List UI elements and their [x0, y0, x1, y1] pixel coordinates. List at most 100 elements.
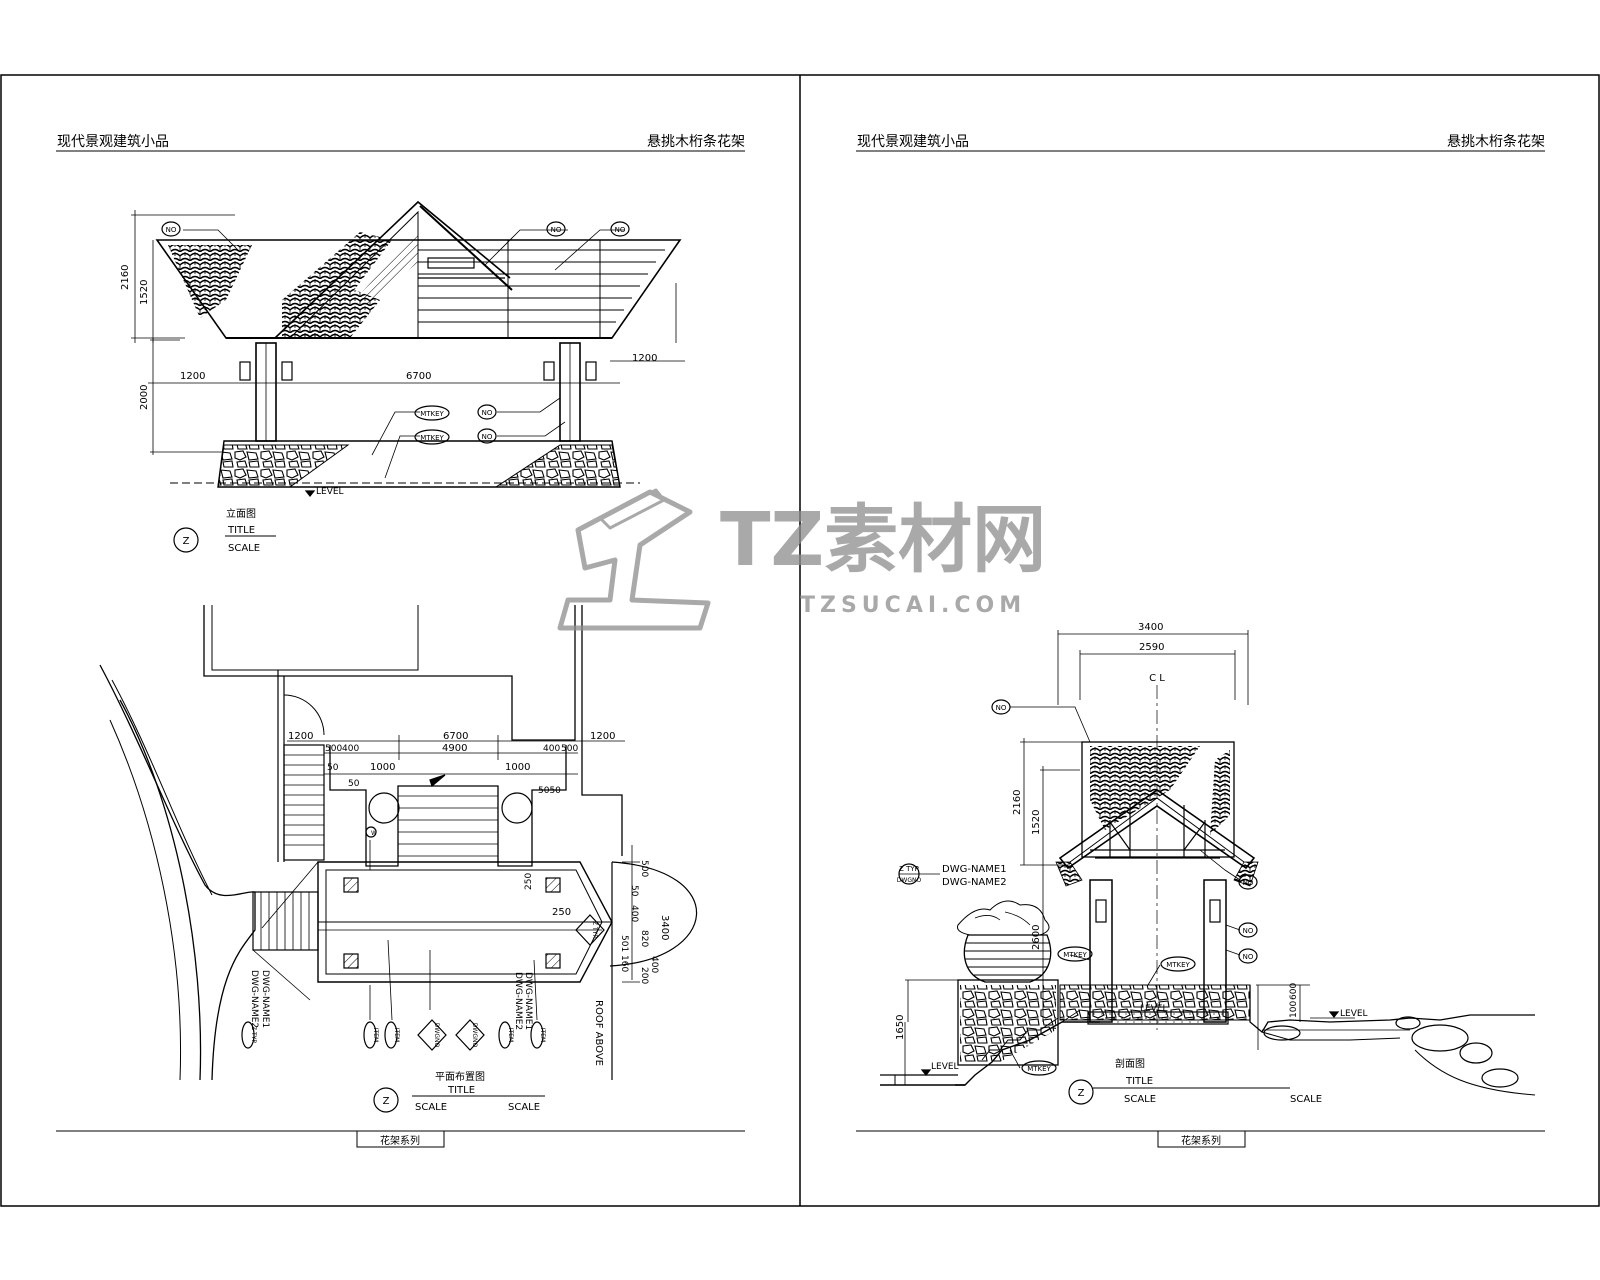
section-labels: 3400 2590 C L 2160 1520 2600 1650 600 10… [895, 622, 1368, 1105]
plan-dim-5050: 5050 [538, 786, 561, 796]
sect-tag-no-1: NO [996, 704, 1007, 712]
sect-tag-mtkey-3: MTKEY [1027, 1065, 1051, 1073]
plan-symbol: Z [383, 1096, 390, 1107]
sect-symbol: Z [1078, 1088, 1085, 1099]
plan-dim-200: 200 [639, 967, 649, 984]
sheet2-footer: 花架系列 [1181, 1134, 1221, 1147]
plan-tag-item-3: ITEM [507, 1028, 514, 1042]
plan-labels: 1200 6700 1200 4900 500 400 1000 1000 40… [249, 731, 670, 1113]
elev-dim-span-right: 1200 [632, 353, 657, 364]
plan-dim-500b: 500 [561, 744, 578, 754]
plan-drawing [99, 605, 698, 1113]
plan-dim-mid: 6700 [443, 731, 468, 742]
sect-tag-mtkey-2: MTKEY [1166, 961, 1190, 969]
sect-dim-h-wall: 1650 [895, 1015, 906, 1040]
plan-dim-400a: 400 [342, 744, 359, 754]
elev-dim-span-mid: 6700 [406, 371, 431, 382]
sheet-frames [0, 74, 1600, 1207]
sect-title: TITLE [1125, 1076, 1153, 1087]
plan-dim-400b: 400 [543, 744, 560, 754]
elev-tag-no-1: NO [166, 226, 177, 234]
plan-dim-right: 1200 [590, 731, 615, 742]
sect-dim-w-inner: 2590 [1139, 642, 1164, 653]
elevation-drawing [131, 200, 685, 553]
plan-dim-820: 820 [639, 930, 649, 947]
sect-tag-mtkey-1: MTKEY [1063, 951, 1087, 959]
sect-title-cn: 剖面图 [1115, 1057, 1145, 1070]
plan-title-cn: 平面布置图 [435, 1071, 485, 1083]
plan-dwg-name2-left: DWG-NAME2 [249, 970, 259, 1028]
sect-tag-dwgno: DWGNO [897, 877, 922, 884]
plan-dim-3400: 3400 [659, 915, 670, 940]
plan-dim-inner: 4900 [442, 743, 467, 754]
sheet2-header-left: 现代景观建筑小品 [857, 134, 969, 150]
plan-dim-400b: 400 [649, 956, 659, 973]
watermark: TZ素材网 TZSUCAI.COM [557, 488, 1046, 631]
elev-dim-h-roof: 1520 [139, 280, 150, 305]
elev-tag-no-2: NO [551, 226, 562, 234]
sect-level-3: LEVEL [1340, 1009, 1368, 1019]
plan-dim-1000b: 1000 [505, 762, 530, 773]
sect-dim-h-water: 100 [1289, 1001, 1299, 1018]
sheet2-header-right: 悬挑木桁条花架 [1447, 133, 1545, 150]
plan-tag-item-1: ITEM [372, 1028, 379, 1042]
elev-title-cn: 立面图 [226, 507, 256, 520]
plan-dim-500: 500 [639, 860, 649, 877]
plan-tag-w: W [371, 830, 377, 837]
elev-symbol: Z [183, 536, 190, 547]
sheet1-footer: 花架系列 [380, 1134, 420, 1147]
sect-centerline: C L [1149, 673, 1165, 684]
sect-scale-1: SCALE [1124, 1094, 1156, 1105]
plan-dim-250a: 250 [524, 873, 534, 890]
plan-tag-item-2: ITEM [393, 1028, 400, 1042]
sect-dim-h-col: 2600 [1031, 925, 1042, 950]
plan-tag-dwgno-2: DWGNO [471, 1023, 478, 1048]
elev-tag-no-5: NO [482, 433, 493, 441]
plan-dim-50b: 50 [348, 779, 360, 789]
watermark-url: TZSUCAI.COM [800, 593, 1026, 618]
sect-dwg-name1: DWG-NAME1 [942, 864, 1007, 875]
plan-dim-1000a: 1000 [370, 762, 395, 773]
plan-dim-501: 501 [619, 935, 629, 952]
plan-scale-2: SCALE [508, 1102, 540, 1113]
plan-dim-500a: 500 [325, 744, 342, 754]
plan-dim-400: 400 [629, 905, 639, 922]
sect-scale-2: SCALE [1290, 1094, 1322, 1105]
elev-scale: SCALE [228, 543, 260, 554]
plan-dim-50a: 50 [327, 763, 339, 773]
plan-tag-z-right: Z TYP. [591, 921, 598, 939]
sect-tag-no-3: NO [1243, 927, 1254, 935]
sect-level-2: LEVEL [1140, 1004, 1168, 1014]
plan-roof-above: ROOF ABOVE [593, 1000, 604, 1066]
plan-tag-dwgno-1: DWGNO [433, 1023, 440, 1048]
plan-dwg-name1-right: DWG-NAME1 [523, 972, 533, 1030]
plan-dim-160: 160 [619, 955, 629, 972]
section-drawing [880, 630, 1536, 1105]
plan-dim-50: 50 [629, 885, 639, 897]
plan-tag-item-4: ITEM [539, 1028, 546, 1042]
plan-dim-left: 1200 [288, 731, 313, 742]
sect-dim-h-roof: 1520 [1031, 810, 1042, 835]
sect-tag-typ: Z TYP [899, 865, 919, 873]
elev-tag-no-3: NO [615, 226, 626, 234]
sect-dim-w-total: 3400 [1138, 622, 1163, 633]
elev-level: LEVEL [316, 487, 344, 497]
elev-dim-h-col: 2000 [139, 385, 150, 410]
elev-tag-mtkey-1: MTKEY [420, 410, 444, 418]
watermark-brand: TZ素材网 [720, 497, 1046, 583]
plan-dwg-name2-right: DWG-NAME2 [513, 972, 523, 1030]
sect-dim-h-pond: 600 [1289, 983, 1299, 1000]
sect-dim-h-total: 2160 [1012, 790, 1023, 815]
elev-tag-mtkey-2: MTKEY [420, 434, 444, 442]
plan-title: TITLE [447, 1085, 475, 1096]
elev-title: TITLE [227, 525, 255, 536]
plan-tag-z-left: Z TYP. [250, 1026, 257, 1044]
sect-level-1: LEVEL [931, 1062, 959, 1072]
plan-dwg-name1-left: DWG-NAME1 [260, 970, 270, 1028]
elev-tag-no-4: NO [482, 409, 493, 417]
sheet1-header-left: 现代景观建筑小品 [57, 134, 169, 150]
sect-tag-no-2: NO [1243, 879, 1254, 887]
elev-dim-h-total: 2160 [120, 265, 131, 290]
plan-dim-250b: 250 [552, 907, 571, 918]
